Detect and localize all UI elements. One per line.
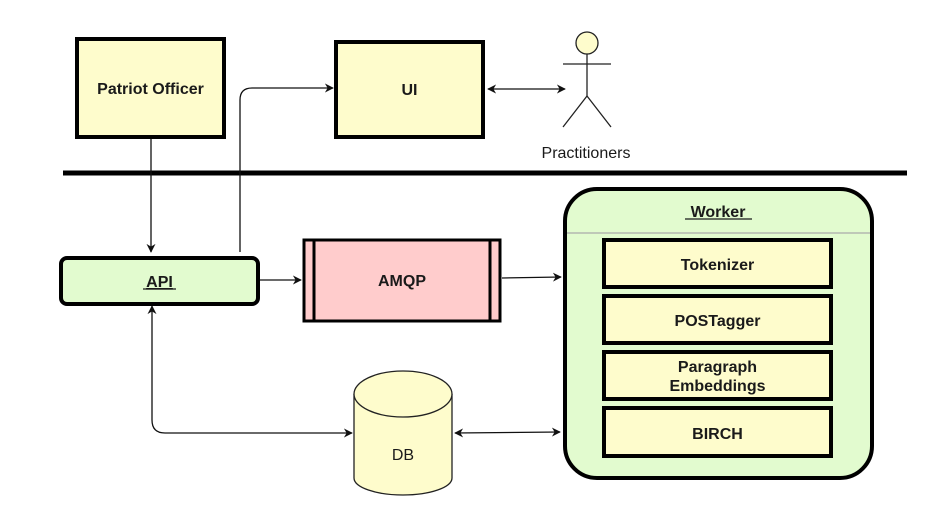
edge-db-worker <box>454 427 561 438</box>
node-worker[interactable]: Worker Tokenizer POSTagger Paragraph Emb… <box>563 187 874 480</box>
patriot-officer-label: Patriot Officer <box>97 81 204 98</box>
node-patriot-officer[interactable]: Patriot Officer <box>75 37 226 139</box>
practitioners-label: Practitioners <box>542 145 631 162</box>
ui-label: UI <box>402 82 418 99</box>
database-cylinder-icon <box>353 370 453 496</box>
node-amqp[interactable]: AMQP <box>302 238 502 323</box>
paragraph-embeddings-label-line1: Paragraph <box>678 359 757 376</box>
actor-practitioners[interactable]: Practitioners <box>542 31 631 162</box>
edge-amqp-to-worker <box>501 272 562 282</box>
paragraph-embeddings-label-line2: Embeddings <box>669 378 765 395</box>
node-ui[interactable]: UI <box>334 40 485 139</box>
edge-api-db <box>147 305 353 438</box>
birch-label: BIRCH <box>692 426 743 443</box>
postagger-label: POSTagger <box>675 313 761 330</box>
db-label: DB <box>392 447 414 464</box>
worker-label: Worker <box>691 204 746 221</box>
worker-component-birch[interactable]: BIRCH <box>602 406 833 458</box>
node-api[interactable]: API <box>59 256 260 306</box>
worker-component-postagger[interactable]: POSTagger <box>602 294 833 345</box>
tokenizer-label: Tokenizer <box>681 257 755 274</box>
amqp-label: AMQP <box>378 273 426 290</box>
actor-stick-figure-icon <box>562 31 612 128</box>
edge-api-to-ui <box>239 83 334 252</box>
worker-component-paragraph-embeddings[interactable]: Paragraph Embeddings <box>602 350 833 401</box>
api-label: API <box>146 274 173 291</box>
worker-component-tokenizer[interactable]: Tokenizer <box>602 238 833 289</box>
node-db[interactable]: DB <box>353 370 453 496</box>
